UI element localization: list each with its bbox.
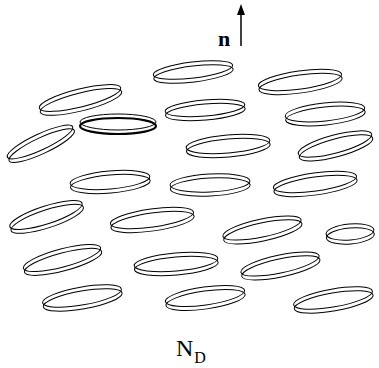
disc <box>21 239 104 281</box>
disc <box>325 222 375 246</box>
disc <box>185 131 271 160</box>
disc <box>257 65 343 98</box>
disc <box>296 125 375 166</box>
disc <box>69 168 151 197</box>
disc <box>133 249 219 278</box>
disc <box>170 172 251 198</box>
disc <box>4 120 78 169</box>
disc <box>164 97 245 124</box>
phase-label: N <box>176 336 193 360</box>
disc <box>109 203 195 236</box>
disc <box>284 99 366 129</box>
highlighted-disc <box>80 114 156 134</box>
disc <box>221 211 304 249</box>
phase-subscript: D <box>194 350 206 366</box>
disc <box>272 167 358 200</box>
disc <box>164 282 246 315</box>
disc <box>239 247 322 285</box>
disc <box>292 282 375 318</box>
disc <box>7 195 86 239</box>
disc <box>152 57 234 87</box>
director-label: n <box>218 28 230 50</box>
disc <box>41 280 124 316</box>
arrow-head <box>237 4 245 15</box>
